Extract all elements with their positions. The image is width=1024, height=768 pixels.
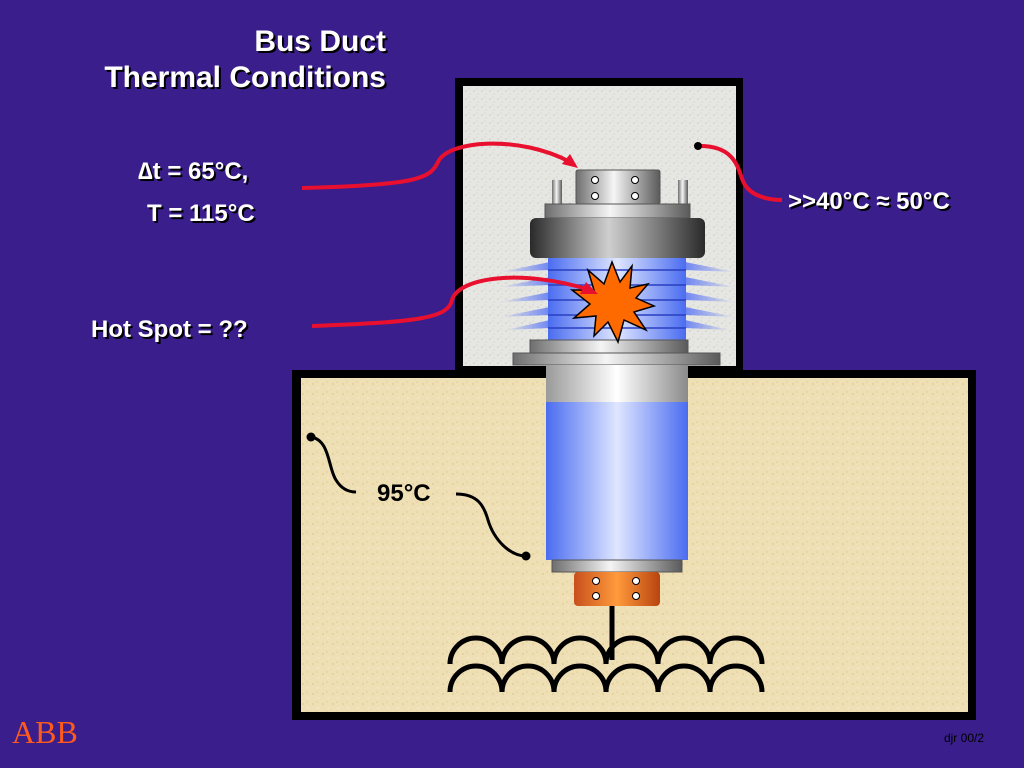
hot-spot-label: Hot Spot = ??	[91, 316, 248, 343]
leader-ambient	[699, 144, 783, 202]
enclosure-point-marker-left	[306, 432, 316, 442]
arrowhead-delta-t	[562, 154, 578, 168]
title-line-2: Thermal Conditions	[104, 61, 386, 94]
delta-t-label: ∆t = 65°C,	[138, 158, 249, 185]
cooling-fins	[500, 262, 735, 330]
footer-reference: djr 00/2	[943, 731, 984, 745]
abb-logo: ABB	[12, 714, 78, 750]
leader-delta-t	[301, 141, 571, 190]
enclosure-temp-leaders	[310, 435, 527, 558]
enclosure-temp-label: 95°C	[377, 480, 431, 507]
bushing-assembly	[500, 169, 735, 606]
temp-t-label: T = 115°C	[147, 200, 255, 227]
transformer-coil-symbol	[447, 606, 765, 693]
arrowhead-hot-spot	[580, 282, 598, 294]
ambient-point-marker	[694, 142, 702, 150]
top-terminal-pad	[552, 169, 688, 208]
bottom-terminal-pad	[574, 572, 660, 606]
enclosure-point-marker-right	[521, 551, 531, 561]
title-line-1: Bus Duct	[254, 25, 386, 58]
page-title: Bus Duct Thermal Conditions	[104, 24, 386, 96]
leader-lines	[301, 141, 783, 328]
ambient-label: >>40°C ≈ 50°C	[788, 188, 950, 215]
leader-hot-spot	[311, 275, 591, 328]
